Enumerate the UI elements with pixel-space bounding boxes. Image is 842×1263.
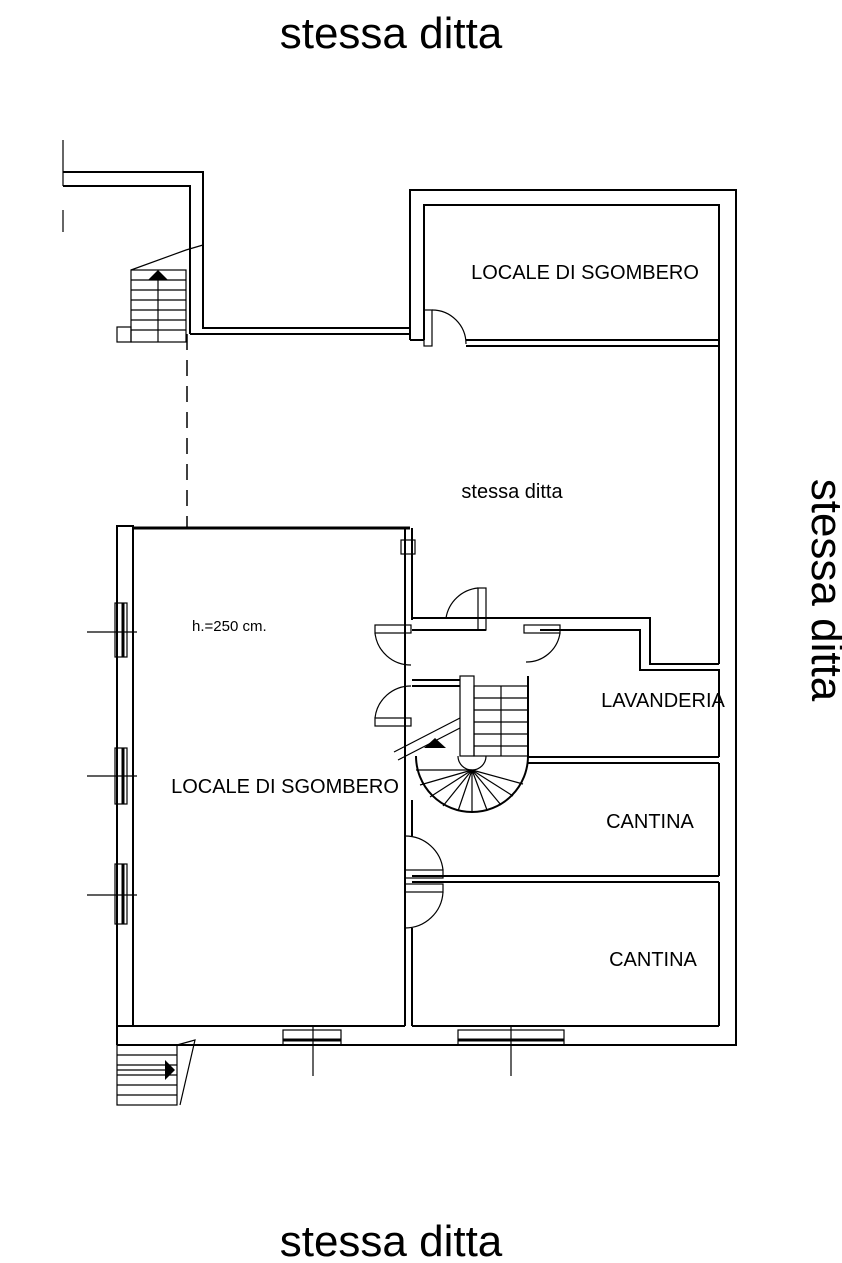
room-storage-top: LOCALE DI SGOMBERO — [410, 262, 719, 347]
neighbor-label-center: stessa ditta — [461, 481, 563, 503]
stair-lower-left — [116, 1039, 196, 1106]
room-cellar-2: CANTINA — [411, 882, 720, 1027]
room-laundry: LAVANDERIA — [527, 676, 726, 758]
room-label-cellar-1: CANTINA — [606, 811, 694, 833]
stair-upper-left — [116, 244, 204, 343]
upper-left-wall — [62, 140, 410, 528]
door-swing-corridor-top — [445, 587, 479, 619]
neighbor-label-top: stessa ditta — [280, 9, 503, 58]
room-label-laundry: LAVANDERIA — [601, 690, 725, 712]
neighbor-label-right: stessa ditta — [802, 479, 842, 702]
neighbor-label-bottom: stessa ditta — [280, 1217, 503, 1263]
room-label-cellar-2: CANTINA — [609, 949, 697, 971]
room-label-storage-main: LOCALE DI SGOMBERO — [171, 776, 399, 798]
room-storage-main: h.=250 cm. LOCALE DI SGOMBERO — [116, 525, 416, 1046]
door-swing-corridor-left — [374, 632, 412, 666]
room-label-storage-top: LOCALE DI SGOMBERO — [471, 262, 699, 284]
windows-bottom — [282, 1026, 565, 1076]
ceiling-height-label: h.=250 cm. — [192, 618, 267, 635]
outer-wall-right — [400, 189, 737, 1046]
door-swing-storage-top — [431, 309, 467, 345]
door-swing-storage-main — [374, 685, 412, 719]
stair-lower-arrow-icon — [165, 1060, 175, 1080]
room-cellar-1: CANTINA — [411, 762, 720, 883]
spiral-staircase — [393, 675, 529, 813]
door-swing-cellar-1 — [404, 835, 444, 871]
stair-up-arrow-icon — [148, 270, 168, 280]
windows-left — [87, 602, 137, 925]
cellar-doors — [404, 835, 444, 929]
door-swing-laundry — [525, 632, 561, 663]
door-swing-cellar-2 — [404, 891, 444, 929]
spiral-stair-arrow-icon — [424, 738, 446, 748]
corridor-walls — [374, 587, 720, 757]
